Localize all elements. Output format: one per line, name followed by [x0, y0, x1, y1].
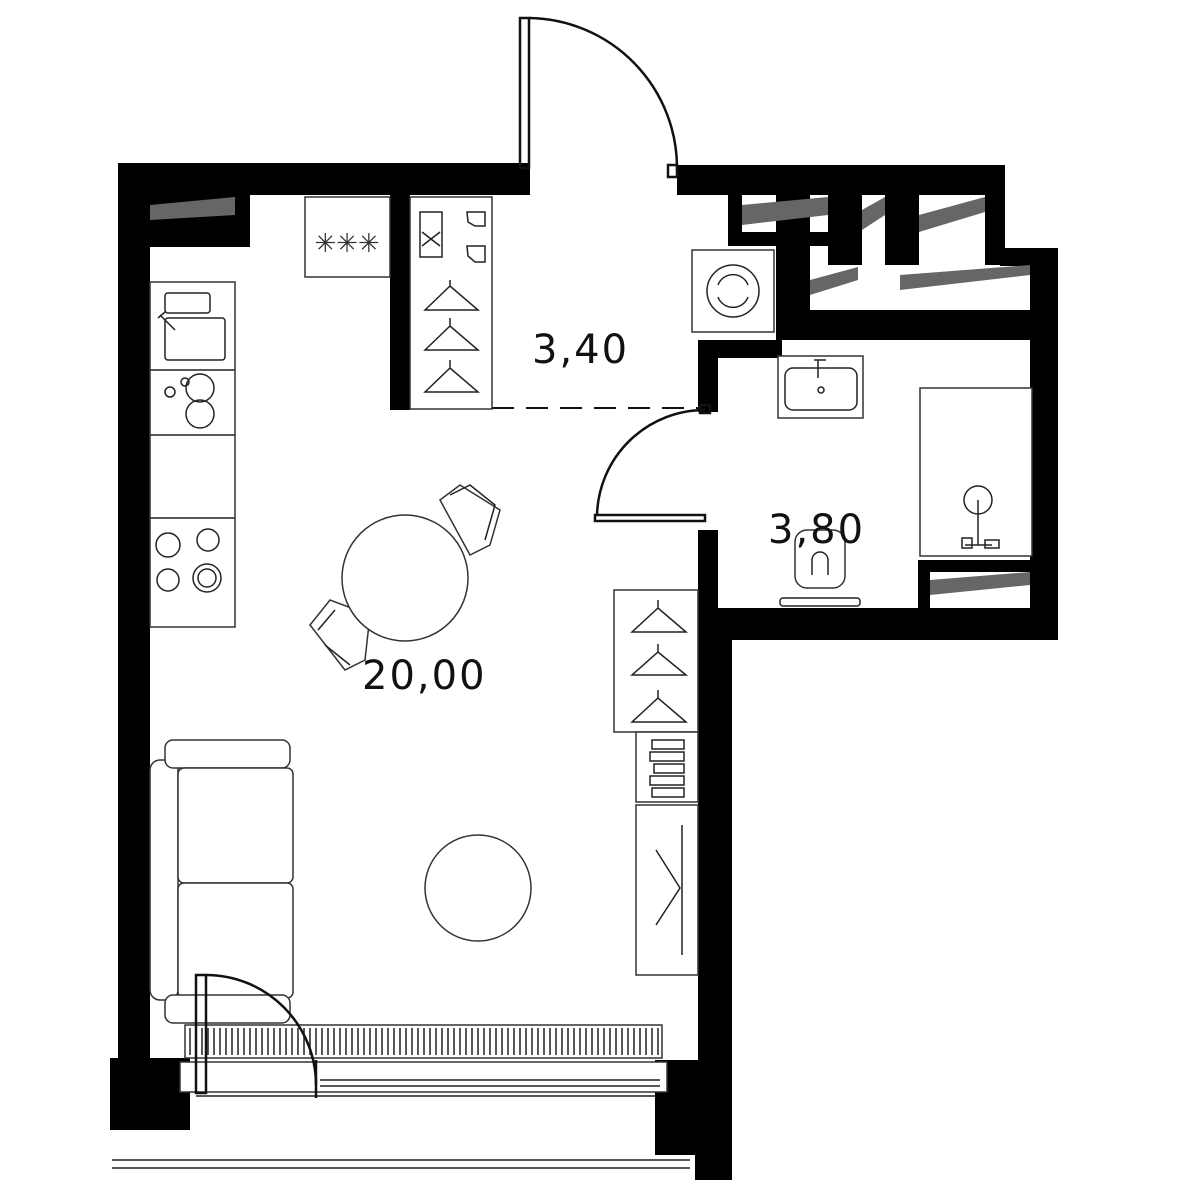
kitchen-counter: [149, 281, 236, 628]
hall-wardrobe: [409, 196, 493, 410]
balcony-door-leaf: [194, 973, 208, 1095]
area-label-bathroom: 3,80: [768, 507, 866, 553]
shelf-shadow-2: [862, 197, 885, 230]
bathroom-fixtures: [777, 355, 1033, 607]
entry-door-leaf: [518, 16, 531, 170]
wall-left: [118, 168, 150, 1060]
wall-top-right-corner: [985, 165, 1005, 265]
window-sill: [179, 1061, 668, 1093]
fridge: ✳✳✳: [304, 196, 391, 278]
toilet: [779, 529, 861, 607]
washing-machine: [691, 249, 775, 333]
wall-shower-post: [918, 560, 930, 612]
area-label-living: 20,00: [362, 653, 487, 699]
wall-bath-left-bottom: [698, 530, 718, 610]
entry-door: [518, 16, 679, 179]
wall-bottom-left: [110, 1058, 190, 1130]
wall-right-bath: [1030, 248, 1058, 640]
wall-shelf-1: [828, 195, 862, 265]
radiator-fins: [189, 1028, 659, 1055]
hanger-icon: [630, 600, 689, 723]
sofa: [149, 739, 294, 1024]
wall-utility-bottom: [776, 310, 1036, 340]
dining-table: [341, 514, 469, 642]
living-wardrobe: [613, 589, 699, 976]
shelf-shadow-4: [810, 267, 858, 295]
area-label-hall: 3,40: [532, 327, 630, 373]
shelf-shadow-1: [742, 197, 828, 225]
entry-door-stop: [666, 163, 679, 179]
sink-icon: [157, 292, 226, 361]
bathroom-door: [593, 403, 712, 523]
nook-shadow: [150, 197, 235, 220]
dishwasher-icon: [164, 373, 215, 429]
shelf-accents: [150, 197, 1030, 595]
shelf-shadow-3: [919, 197, 985, 232]
svg-text:✳✳✳: ✳✳✳: [314, 229, 379, 259]
wall-bath-bottom: [698, 608, 1058, 640]
wall-hall-divider: [390, 195, 410, 410]
hanger-icon: [423, 280, 481, 393]
wall-bath-top: [698, 340, 782, 358]
shelf-shadow-6: [930, 572, 1030, 595]
wall-shelf-2: [885, 195, 919, 265]
stacked-shelves-icon: [649, 739, 685, 798]
window: [112, 973, 690, 1169]
walls: [110, 163, 1058, 1180]
coffee-table: [424, 834, 532, 942]
dining-set: [309, 484, 501, 671]
entry-door-swing: [528, 16, 679, 171]
wall-right-cap: [1000, 248, 1058, 266]
wall-top-left: [118, 163, 530, 195]
shelf-shadow-5: [900, 265, 1030, 290]
wall-shelf-ledge: [728, 232, 833, 246]
wall-top-right: [677, 165, 1002, 195]
balcony-door-swing: [205, 973, 318, 1086]
wall-living-right: [698, 610, 732, 1060]
wall-shelf-post: [728, 195, 742, 245]
shower: [919, 387, 1033, 557]
washbasin: [777, 355, 864, 419]
wall-shower-ledge: [918, 560, 1030, 572]
cooktop-icon: [155, 528, 222, 593]
wall-bottom-right-b: [695, 1060, 732, 1180]
